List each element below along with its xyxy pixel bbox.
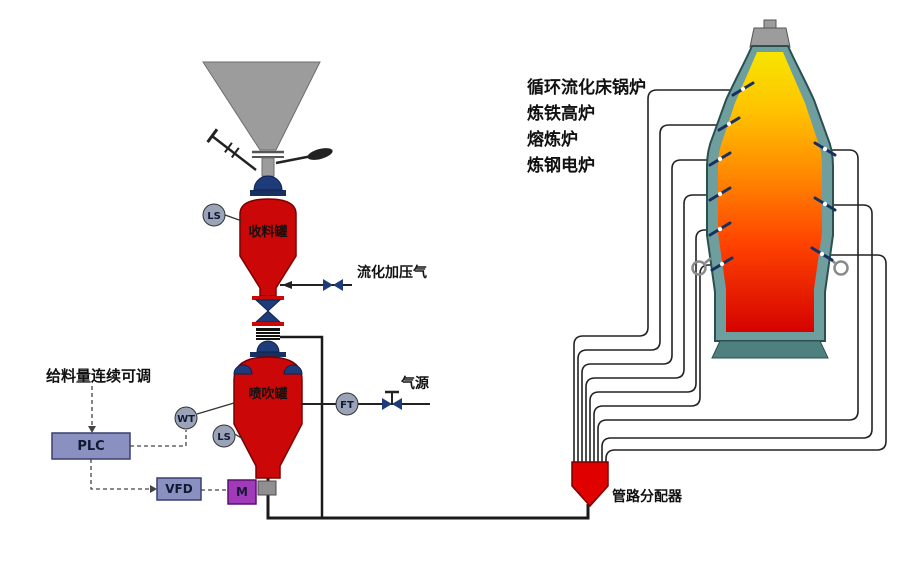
receiving-tank-label: 收料罐 bbox=[248, 224, 287, 240]
dome-valve-icon bbox=[253, 175, 283, 191]
valve-flange bbox=[252, 296, 284, 300]
feed-hopper-group bbox=[202, 61, 333, 187]
tuyere-port-dot bbox=[717, 156, 723, 162]
injection-tank-label: 喷吹罐 bbox=[248, 386, 287, 402]
application-item: 炼铁高炉 bbox=[527, 103, 595, 124]
conveying-pipe bbox=[573, 89, 738, 463]
end-flange-tick bbox=[206, 128, 219, 143]
fluidizing-gas-label: 流化加压气 bbox=[357, 264, 427, 281]
distributor-group: 管路分配器 bbox=[571, 461, 683, 508]
butterfly-valve-icon bbox=[254, 310, 282, 323]
furnace-throat-cap bbox=[749, 27, 791, 48]
flow-transmitter-icon bbox=[335, 392, 359, 416]
conveying-pipeline-bundle bbox=[573, 89, 887, 463]
furnace-hook-left-arm bbox=[704, 257, 712, 264]
level-switch-upper-icon bbox=[202, 203, 226, 227]
level-switch-upper-label: LS bbox=[207, 211, 221, 222]
feed-hopper bbox=[202, 61, 321, 151]
application-item: 炼钢电炉 bbox=[527, 155, 595, 176]
flow-transmitter-label: FT bbox=[340, 400, 354, 411]
gas-source-label: 气源 bbox=[400, 375, 429, 392]
signal-line-dashed bbox=[130, 430, 187, 447]
conveying-pipe bbox=[589, 229, 715, 463]
furnace-flame-interior bbox=[718, 52, 822, 332]
tuyere-port-dot bbox=[819, 251, 825, 257]
dome-valve-icon bbox=[256, 340, 280, 353]
instrument-tap-line bbox=[224, 214, 243, 222]
flow-arrow-icon bbox=[282, 281, 292, 289]
tuyere-port-dot bbox=[726, 121, 732, 127]
application-item: 循环流化床锅炉 bbox=[527, 77, 646, 98]
furnace-base bbox=[711, 340, 829, 359]
flange-tick bbox=[230, 147, 240, 159]
tank-outlet-pipe bbox=[266, 478, 590, 520]
tuyere-ports bbox=[717, 86, 828, 267]
level-switch-lower-group: LS bbox=[212, 424, 244, 448]
dome-valve-base bbox=[250, 190, 286, 196]
vfd-label: VFD bbox=[165, 482, 192, 496]
shoulder-nozzle-icon bbox=[283, 364, 303, 375]
fluidizing-gas-line-group: 流化加压气 bbox=[280, 264, 427, 291]
weight-transmitter-group: WT bbox=[174, 402, 235, 430]
motor-label: M bbox=[236, 485, 248, 499]
flange-tick bbox=[224, 142, 233, 153]
arrow-right-icon bbox=[150, 485, 157, 493]
weight-transmitter-icon bbox=[174, 406, 198, 430]
bypass-gas-pipe bbox=[280, 335, 324, 518]
injection-tank-group: 喷吹罐 bbox=[233, 356, 303, 479]
signal-line-dashed bbox=[90, 459, 150, 490]
inter-tank-valve-train bbox=[250, 296, 286, 357]
gas-source-line-group: FT 气源 bbox=[302, 375, 430, 416]
hopper-outlet-tube bbox=[261, 157, 275, 177]
injection-tank-vessel bbox=[233, 356, 303, 479]
tuyere-port-dot bbox=[822, 201, 828, 207]
furnace-hook-left bbox=[691, 260, 707, 276]
main-conveying-pipe bbox=[266, 335, 590, 520]
shoulder-nozzle-icon bbox=[233, 364, 253, 375]
plc-label: PLC bbox=[77, 439, 104, 454]
level-switch-upper-group: LS bbox=[202, 203, 243, 227]
valve-flange bbox=[252, 322, 284, 326]
control-system-group: 给料量连续可调 PLC VFD M bbox=[46, 367, 277, 505]
feeder-body bbox=[257, 480, 277, 496]
valve-bowtie-icon bbox=[323, 279, 333, 291]
furnace-group bbox=[691, 19, 849, 359]
conveying-pipe bbox=[601, 204, 873, 463]
conveying-pipe bbox=[593, 264, 717, 463]
tuyere-port-dot bbox=[822, 146, 828, 152]
instrument-tap-line bbox=[196, 402, 235, 415]
receiving-tank-group: 收料罐 bbox=[239, 175, 297, 297]
distributor-label: 管路分配器 bbox=[612, 488, 683, 505]
tuyere-port-dot bbox=[717, 191, 723, 197]
conveying-pipe bbox=[605, 254, 887, 463]
tuyere-port-dot bbox=[719, 261, 725, 267]
dome-valve-base bbox=[250, 352, 286, 357]
conveying-pipe bbox=[581, 159, 715, 463]
valve-bowtie-icon bbox=[392, 398, 402, 410]
level-switch-lower-icon bbox=[212, 424, 236, 448]
plc-box bbox=[51, 432, 131, 460]
applications-list: 循环流化床锅炉 炼铁高炉 熔炼炉 炼钢电炉 bbox=[527, 77, 646, 176]
handwheel-stem bbox=[275, 154, 313, 165]
conveying-pipe bbox=[585, 194, 715, 463]
level-switch-lower-label: LS bbox=[217, 432, 231, 443]
feed-note-label: 给料量连续可调 bbox=[46, 367, 151, 385]
motor-box bbox=[227, 479, 257, 505]
conveying-pipe bbox=[597, 149, 859, 463]
weight-transmitter-label: WT bbox=[177, 414, 195, 425]
arrow-down-icon bbox=[88, 426, 96, 433]
valve-bowtie-icon bbox=[333, 279, 343, 291]
butterfly-valve-icon bbox=[254, 299, 282, 312]
tuyere-port-dot bbox=[740, 86, 746, 92]
conveying-pipe bbox=[577, 124, 724, 463]
tuyere-port-dot bbox=[717, 226, 723, 232]
receiving-tank-vessel bbox=[239, 198, 297, 297]
pipe-distributor bbox=[571, 461, 609, 508]
application-item: 熔炼炉 bbox=[527, 129, 578, 150]
furnace-hook-right bbox=[833, 260, 849, 276]
handwheel-icon bbox=[307, 148, 333, 160]
valve-bowtie-icon bbox=[382, 398, 392, 410]
vfd-box bbox=[156, 477, 202, 501]
